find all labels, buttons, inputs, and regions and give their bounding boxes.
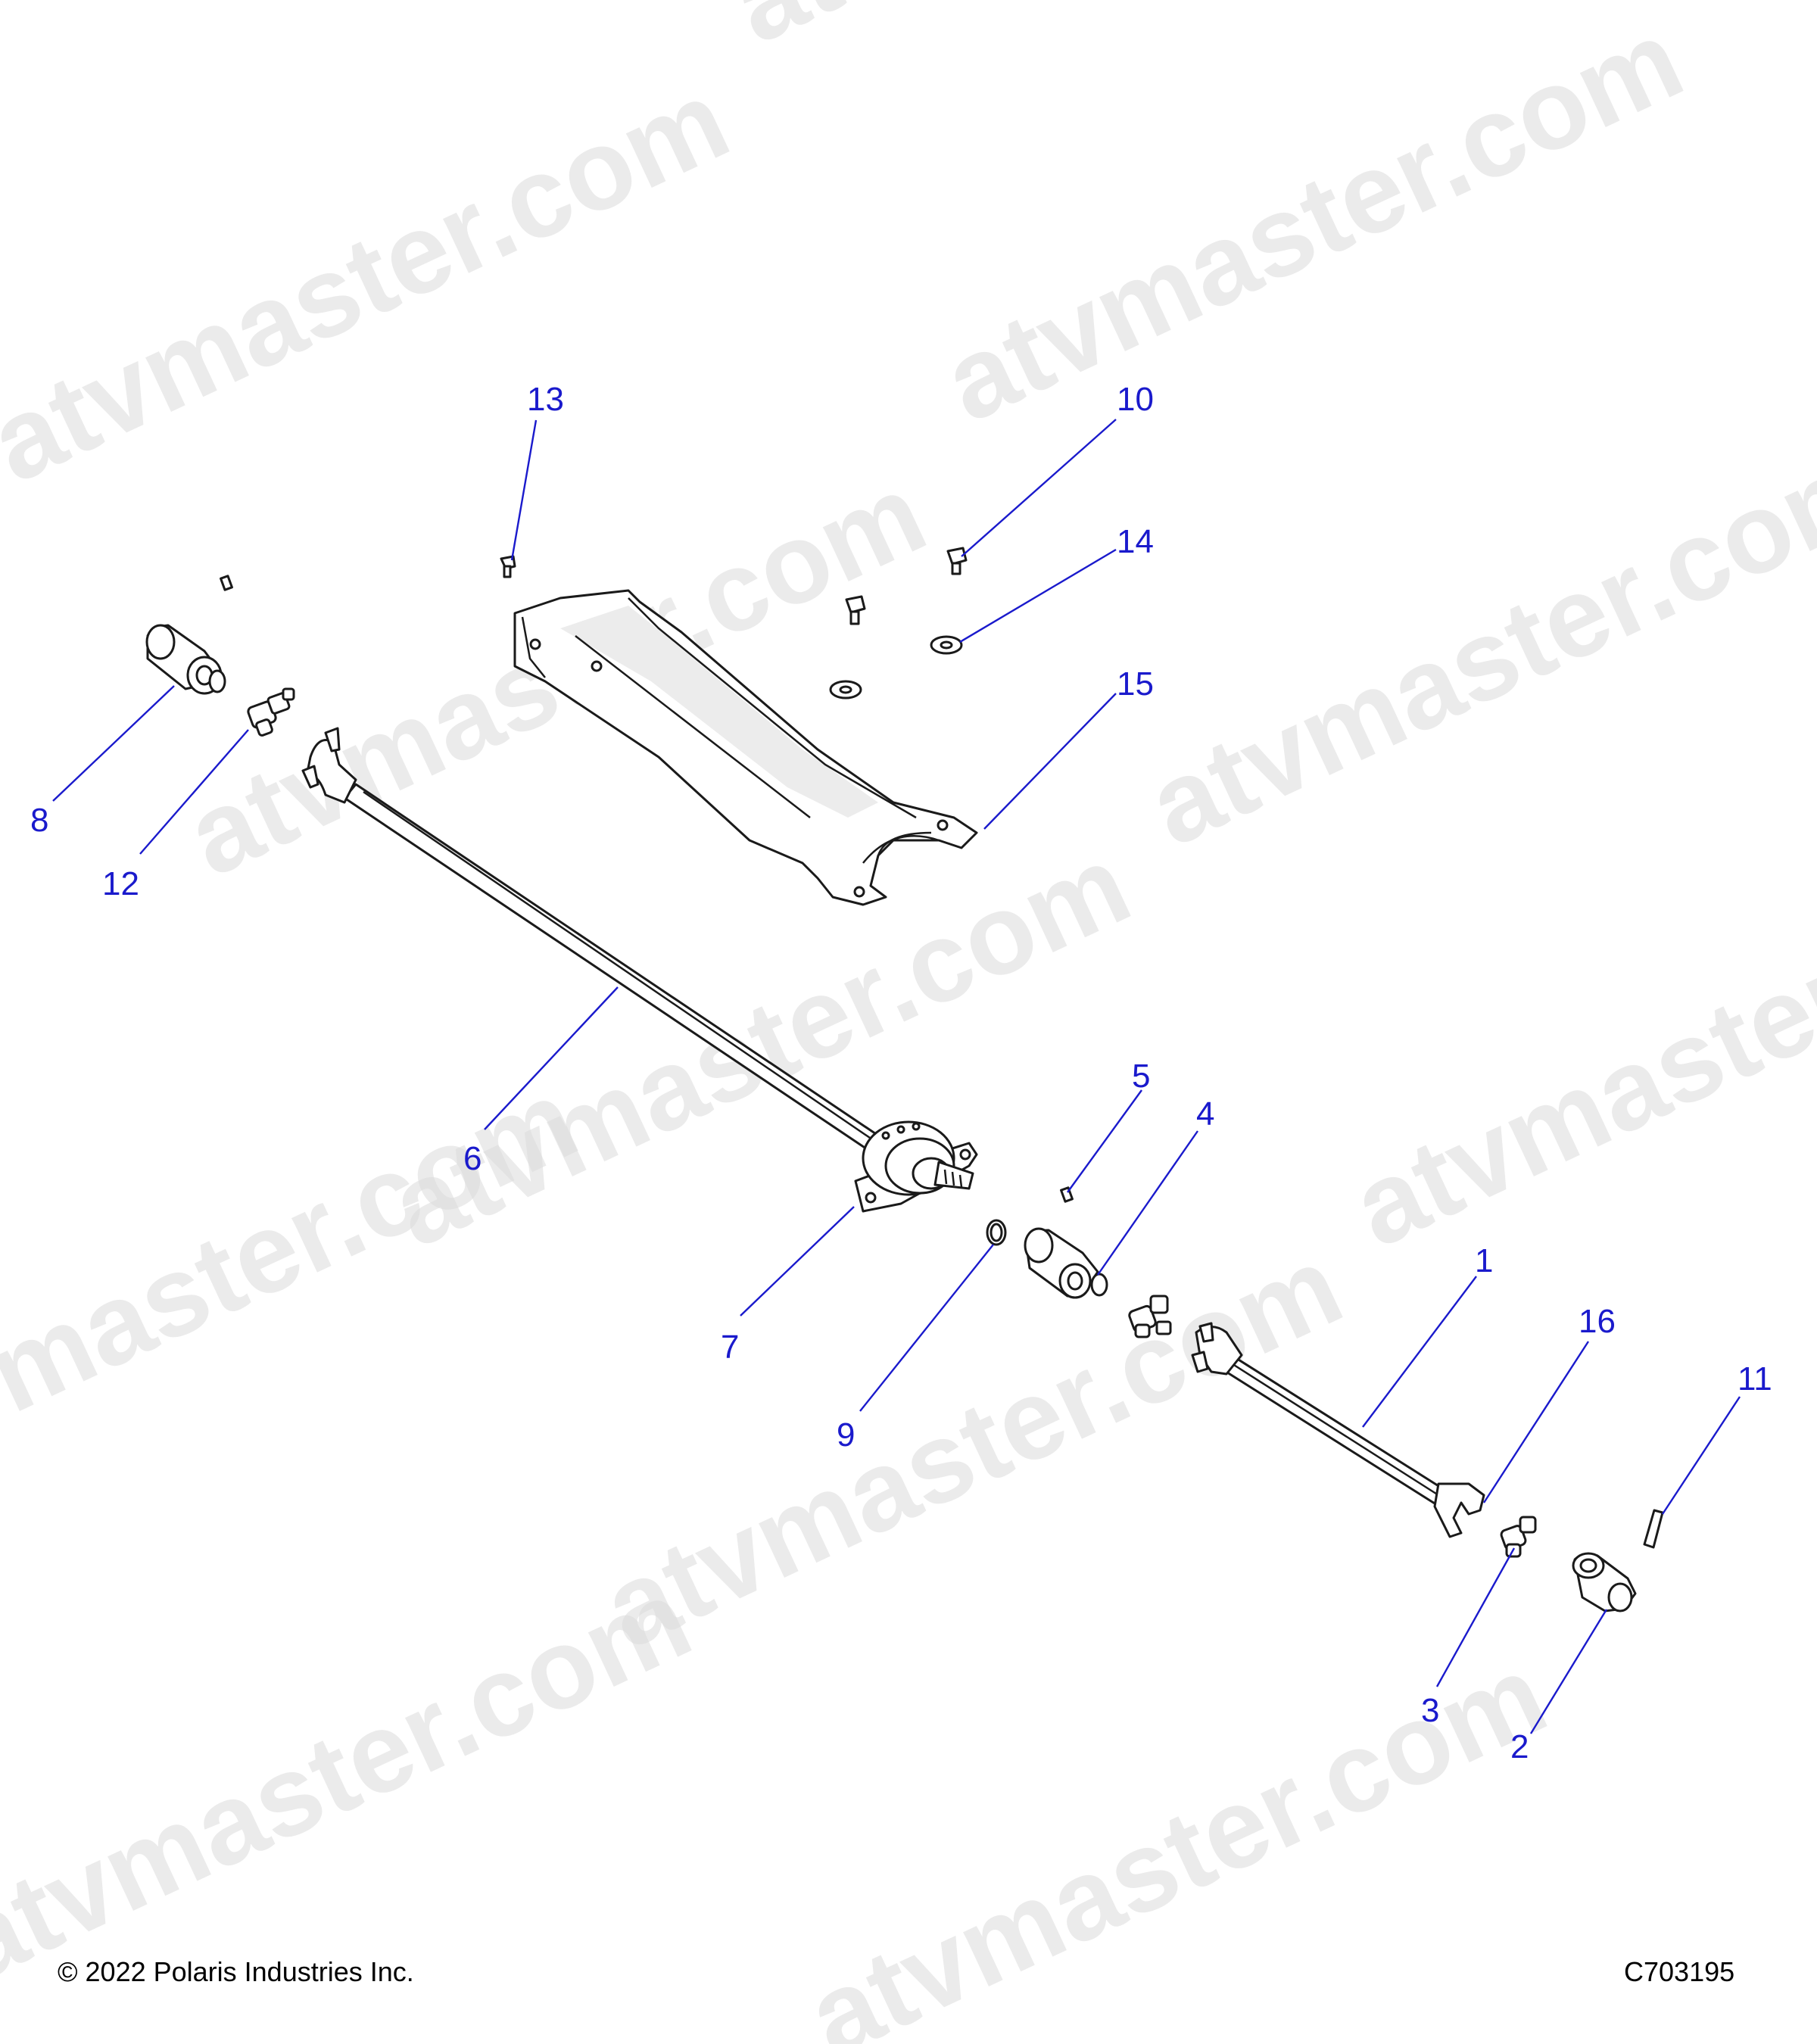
roll-pin-11-part <box>1643 1509 1664 1549</box>
leader-14 <box>959 548 1117 643</box>
bolt-10-part <box>946 547 968 575</box>
callout-11: 11 <box>1738 1360 1772 1397</box>
tunnel-cover-part <box>513 589 978 906</box>
leader-12 <box>139 729 249 855</box>
leader-6 <box>484 986 619 1130</box>
grease-fitting-part <box>220 575 233 591</box>
u-joint-3-part <box>1500 1516 1537 1558</box>
slip-yoke-4-part <box>1024 1227 1108 1299</box>
leader-4 <box>1097 1130 1198 1276</box>
center-bearing-7-part <box>854 1120 978 1213</box>
callout-8: 8 <box>30 802 48 839</box>
watermark-text: atvmaster.com <box>585 1221 1360 1672</box>
callout-4: 4 <box>1196 1095 1214 1133</box>
watermark-text: atvmaster.com <box>1130 419 1817 870</box>
leader-15 <box>983 693 1117 830</box>
callout-6: 6 <box>463 1140 482 1177</box>
watermark-text: atvmaster.com <box>714 0 1488 67</box>
callout-7: 7 <box>721 1329 739 1366</box>
leader-5 <box>1067 1089 1142 1193</box>
watermark-text: atvmaster.com <box>0 1055 595 1506</box>
leader-16 <box>1482 1341 1590 1503</box>
leader-13 <box>510 419 538 561</box>
rear-driveshaft-1-part <box>1191 1322 1485 1538</box>
leader-7 <box>740 1206 855 1316</box>
washer-14-part <box>930 635 963 655</box>
callout-14: 14 <box>1117 523 1154 560</box>
o-ring-9-part <box>986 1219 1007 1246</box>
callout-2: 2 <box>1510 1728 1529 1765</box>
watermark-text: atvmaster.com <box>0 55 746 506</box>
leader-1 <box>1362 1276 1477 1428</box>
washer-part <box>829 680 862 700</box>
bolt-part <box>845 595 866 625</box>
copyright-notice: © 2022 Polaris Industries Inc. <box>58 1956 414 1987</box>
grease-fitting-5-part <box>1060 1186 1074 1203</box>
callout-15: 15 <box>1117 665 1154 703</box>
yoke-8-part <box>145 624 226 695</box>
front-driveshaft-6-part <box>301 727 891 1158</box>
watermark-text: atvmaster.com <box>926 0 1700 446</box>
watermark-text: atvmaster.com <box>0 1554 709 2005</box>
yoke-2-part <box>1572 1552 1637 1612</box>
callout-layer: 13 10 14 15 8 12 6 5 4 7 9 1 16 11 3 2 <box>30 381 1772 1765</box>
callout-3: 3 <box>1421 1692 1439 1729</box>
callout-9: 9 <box>837 1416 855 1454</box>
callout-12: 12 <box>102 865 139 902</box>
leader-11 <box>1661 1396 1741 1515</box>
drawing-code: C703195 <box>1624 1956 1735 1987</box>
u-joint-12-part <box>247 687 295 737</box>
leader-8 <box>52 685 175 802</box>
callout-10: 10 <box>1117 381 1154 418</box>
watermark-text: atvmaster.com <box>1335 820 1817 1271</box>
callout-13: 13 <box>527 381 564 418</box>
leader-10 <box>961 419 1117 557</box>
callout-16: 16 <box>1579 1303 1616 1340</box>
callout-1: 1 <box>1475 1242 1493 1279</box>
u-joint-part <box>1128 1295 1172 1338</box>
parts-layer <box>145 547 1664 1612</box>
leader-lines <box>52 419 1741 1734</box>
leader-2 <box>1529 1609 1608 1734</box>
leader-9 <box>859 1244 994 1412</box>
callout-5: 5 <box>1132 1058 1150 1095</box>
leader-3 <box>1435 1547 1516 1687</box>
watermark-text: atvmaster.com <box>790 1630 1564 2044</box>
